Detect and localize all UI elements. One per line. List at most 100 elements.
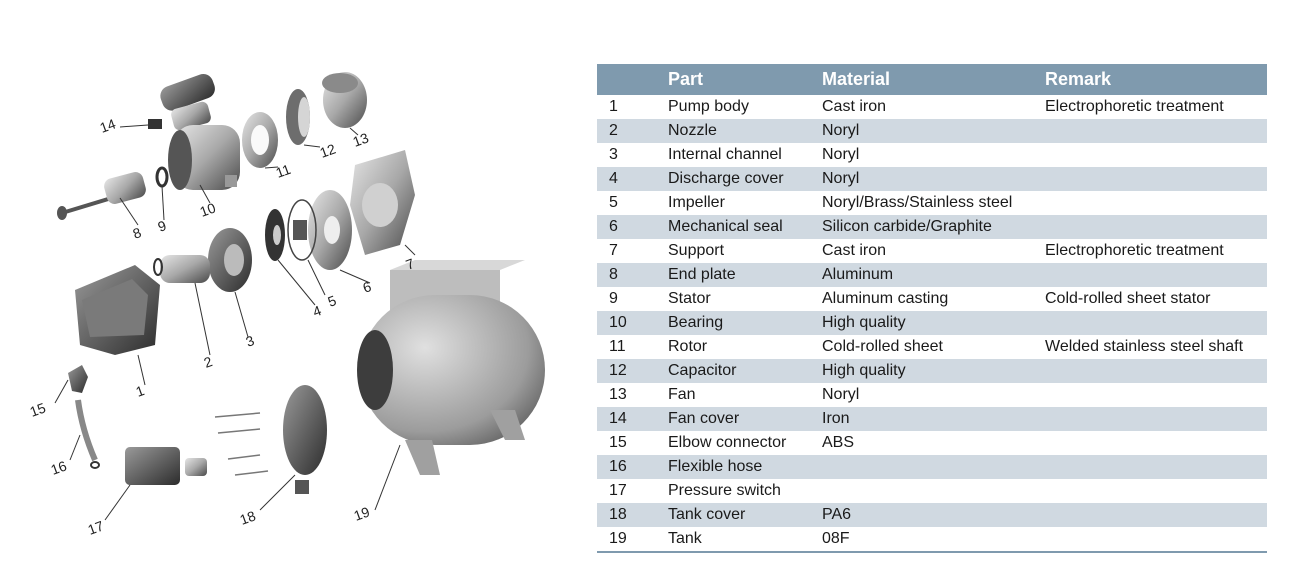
cell-number: 5 bbox=[609, 194, 618, 211]
cell-number: 9 bbox=[609, 290, 618, 307]
cell-material: Noryl bbox=[822, 146, 860, 163]
callout-13: 13 bbox=[351, 129, 371, 149]
cell-part: Flexible hose bbox=[668, 455, 822, 479]
cell-part: Nozzle bbox=[668, 119, 822, 143]
callout-17: 17 bbox=[86, 517, 106, 537]
cell-remark bbox=[1045, 359, 1267, 383]
cell-material: Iron bbox=[822, 407, 1045, 431]
callout-5: 5 bbox=[326, 292, 339, 310]
part-14-fan-cover bbox=[119, 73, 215, 131]
cell-remark bbox=[1045, 167, 1267, 191]
cell-number: 19 bbox=[609, 530, 627, 547]
cell-material: 08F bbox=[822, 530, 850, 547]
cell-material: Cold-rolled sheet bbox=[822, 338, 943, 355]
cell-number: 16 bbox=[597, 455, 668, 479]
cell-remark bbox=[1045, 431, 1267, 455]
cell-number: 1 bbox=[609, 98, 618, 115]
header-remark: Remark bbox=[1045, 64, 1267, 95]
cell-part: Stator bbox=[668, 290, 711, 307]
cell-part: Fan bbox=[668, 386, 696, 403]
callout-11: 11 bbox=[274, 161, 293, 181]
part-3-internal-channel bbox=[208, 228, 252, 292]
cell-remark: Cold-rolled sheet stator bbox=[1045, 290, 1211, 307]
cell-material: Noryl bbox=[822, 167, 1045, 191]
cell-remark bbox=[1045, 527, 1267, 552]
cell-material: PA6 bbox=[822, 503, 1045, 527]
callout-18: 18 bbox=[238, 507, 258, 527]
part-13-fan bbox=[322, 72, 367, 128]
callout-9: 9 bbox=[156, 217, 169, 235]
callout-14: 14 bbox=[98, 115, 118, 135]
cell-material: Noryl/Brass/Stainless steel bbox=[822, 194, 1013, 211]
callout-3: 3 bbox=[244, 332, 257, 350]
part-11-end-cover bbox=[242, 112, 278, 168]
cell-number: 4 bbox=[597, 167, 668, 191]
cell-remark bbox=[1045, 455, 1267, 479]
cell-number: 15 bbox=[609, 434, 627, 451]
callout-6: 6 bbox=[361, 278, 374, 296]
callout-16: 16 bbox=[49, 457, 69, 477]
cell-part: Tank cover bbox=[668, 503, 822, 527]
cell-number: 11 bbox=[609, 338, 626, 355]
cell-part: Bearing bbox=[668, 311, 822, 335]
cell-part: Internal channel bbox=[668, 146, 782, 163]
part-18-tank-cover bbox=[214, 385, 327, 494]
cell-number: 10 bbox=[597, 311, 668, 335]
cell-part: Capacitor bbox=[668, 359, 822, 383]
cell-number: 17 bbox=[609, 482, 627, 499]
cell-number: 13 bbox=[609, 386, 627, 403]
callout-12: 12 bbox=[318, 140, 338, 160]
cell-number: 7 bbox=[609, 242, 618, 259]
cell-number: 18 bbox=[597, 503, 668, 527]
cell-part: Support bbox=[668, 242, 725, 259]
cell-number: 12 bbox=[597, 359, 668, 383]
part-9-bearing bbox=[155, 166, 169, 188]
part-15-elbow-connector bbox=[68, 365, 88, 393]
cell-material: ABS bbox=[822, 434, 855, 451]
cell-part: Elbow connector bbox=[668, 434, 787, 451]
callout-2: 2 bbox=[202, 353, 215, 371]
header-material: Material bbox=[822, 64, 1045, 95]
cell-material bbox=[822, 479, 1045, 503]
cell-remark bbox=[1045, 143, 1267, 167]
callout-4: 4 bbox=[311, 302, 324, 320]
exploded-view-diagram: 1 2 3 4 5 6 7 8 9 10 11 12 13 14 15 16 1… bbox=[28, 72, 545, 538]
cell-material: Aluminum bbox=[822, 263, 1045, 287]
cell-remark bbox=[1045, 263, 1267, 287]
part-5-impeller bbox=[287, 199, 317, 261]
part-4-discharge-cover bbox=[265, 209, 285, 261]
cell-number: 14 bbox=[597, 407, 668, 431]
part-2-nozzle bbox=[153, 255, 210, 283]
cell-part: Fan cover bbox=[668, 407, 822, 431]
part-19-tank bbox=[357, 260, 545, 475]
table-row: 13 Fan Noryl bbox=[597, 383, 1267, 407]
cell-remark bbox=[1045, 191, 1267, 215]
part-10-motor-body bbox=[168, 125, 240, 190]
callout-15: 15 bbox=[28, 399, 48, 419]
part-16-flexible-hose bbox=[75, 399, 100, 469]
cell-part: Discharge cover bbox=[668, 167, 822, 191]
part-12-impeller-fan bbox=[286, 89, 310, 145]
cell-remark: Electrophoretic treatment bbox=[1045, 98, 1224, 115]
cell-remark: Electrophoretic treatment bbox=[1045, 242, 1224, 259]
cell-material: High quality bbox=[822, 359, 1045, 383]
cell-material: Noryl bbox=[822, 386, 860, 403]
part-17-pressure-switch bbox=[125, 447, 207, 485]
cell-material: Cast iron bbox=[822, 98, 887, 115]
cell-part: Rotor bbox=[668, 338, 708, 355]
cell-remark bbox=[1045, 479, 1267, 503]
